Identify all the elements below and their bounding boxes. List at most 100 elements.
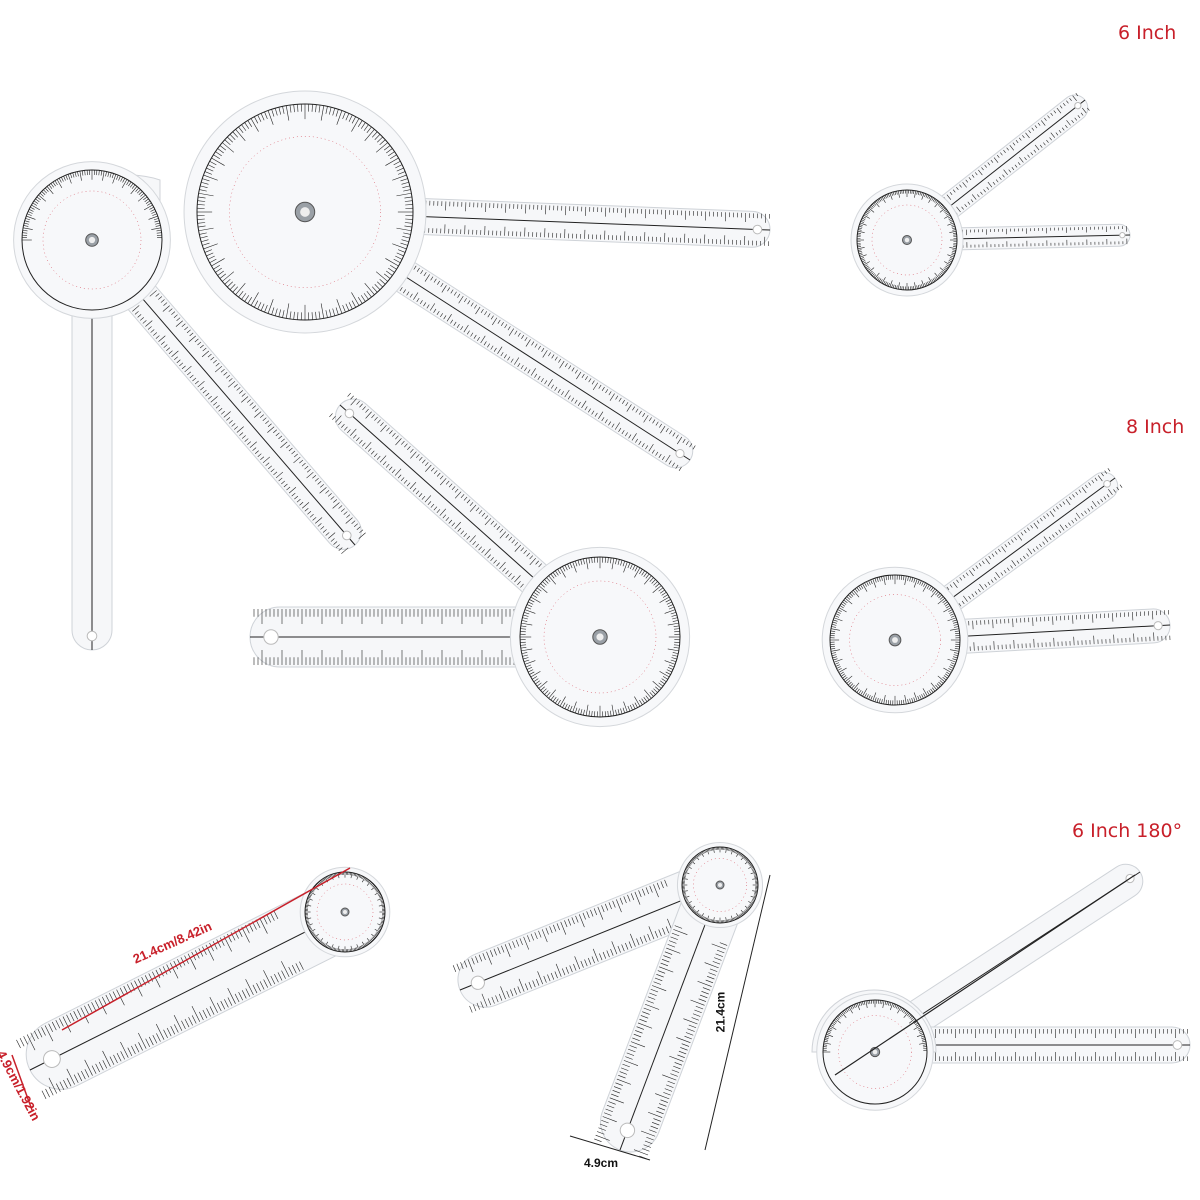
tick xyxy=(649,885,653,893)
dial-tick xyxy=(213,154,220,160)
tick xyxy=(613,1086,622,1090)
tick xyxy=(257,453,262,457)
dial-tick xyxy=(377,892,381,895)
dial-tick xyxy=(683,895,687,898)
dial-tick xyxy=(700,913,704,919)
dial-tick xyxy=(876,698,879,703)
dial-tick xyxy=(35,198,40,202)
tick xyxy=(972,567,975,572)
dial-tick xyxy=(138,191,143,195)
tick xyxy=(98,1061,104,1071)
tick xyxy=(1101,472,1104,477)
tick xyxy=(1103,496,1107,500)
tick xyxy=(415,490,420,495)
center-line xyxy=(459,884,721,991)
tick xyxy=(293,456,301,464)
dial-tick xyxy=(65,174,68,180)
dial-tick xyxy=(615,558,617,565)
tick xyxy=(347,392,351,397)
tick xyxy=(436,472,441,477)
tick xyxy=(356,400,360,405)
tick xyxy=(534,343,538,348)
dial-tick xyxy=(121,179,128,189)
tick xyxy=(191,1005,201,1022)
dial-tick xyxy=(696,912,699,916)
tick xyxy=(504,944,511,958)
tick xyxy=(1066,100,1069,104)
tick xyxy=(173,356,178,361)
dial-tick xyxy=(305,904,312,907)
dial-tick xyxy=(834,1018,841,1024)
dial-tick xyxy=(858,1002,861,1007)
tick xyxy=(517,986,521,994)
tick xyxy=(606,1104,615,1109)
dial-tick xyxy=(912,1019,917,1023)
dial-tick xyxy=(689,906,693,909)
tick xyxy=(692,445,696,450)
tick xyxy=(678,1050,687,1055)
tick xyxy=(569,965,573,973)
dial-tick xyxy=(689,862,692,865)
dial-red-scale xyxy=(229,136,381,288)
dial-tick xyxy=(324,941,329,947)
tick xyxy=(214,365,223,373)
dial-tick xyxy=(352,872,354,876)
dial-tick xyxy=(923,582,926,587)
tick xyxy=(365,411,372,419)
tick xyxy=(544,380,548,385)
tick xyxy=(463,960,468,968)
label-8-inch: 8 Inch xyxy=(1126,416,1185,438)
tick xyxy=(990,579,994,583)
tick xyxy=(226,375,230,379)
dial-tick xyxy=(215,151,222,157)
dial-tick xyxy=(913,1025,921,1030)
dial-tick xyxy=(743,911,746,914)
dial-tick xyxy=(342,305,346,313)
tick xyxy=(433,278,437,283)
tick xyxy=(1050,112,1053,116)
dial-tick xyxy=(913,697,916,702)
dial-tick xyxy=(623,701,628,713)
dial-tick xyxy=(840,673,846,677)
tick xyxy=(664,1088,673,1092)
dial-tick xyxy=(611,558,615,570)
tick xyxy=(69,1012,75,1022)
dial-tick xyxy=(833,658,838,661)
tick xyxy=(656,882,661,890)
dial-tick xyxy=(305,919,309,921)
dial-tick xyxy=(211,258,225,267)
tick xyxy=(1091,480,1095,484)
dial-tick xyxy=(135,187,140,192)
tick xyxy=(969,570,974,577)
tick xyxy=(1026,553,1029,557)
tick xyxy=(638,410,642,415)
tick xyxy=(956,206,961,213)
tick xyxy=(1027,154,1030,158)
tick xyxy=(666,947,681,954)
dial-tick xyxy=(28,209,34,212)
dial-tick xyxy=(947,617,957,622)
dial-tick xyxy=(839,671,844,675)
dial-tick xyxy=(704,850,706,853)
dial-tick xyxy=(130,183,134,188)
ruler-arm xyxy=(594,854,751,1160)
tick xyxy=(330,496,335,500)
tick xyxy=(197,380,205,388)
dial-tick xyxy=(928,195,931,200)
dial-tick xyxy=(583,709,585,716)
dial-tick xyxy=(31,204,41,211)
tick xyxy=(510,989,514,997)
dial-tick xyxy=(877,199,880,203)
dial-tick xyxy=(611,704,615,716)
dial-tick xyxy=(620,708,623,714)
tick xyxy=(514,542,519,546)
tick xyxy=(234,993,240,1003)
dial-tick xyxy=(111,173,114,179)
dial-tick xyxy=(151,211,157,214)
tick xyxy=(554,386,558,391)
dial-tick xyxy=(858,249,862,251)
dial-tick xyxy=(396,252,404,257)
tick xyxy=(556,923,560,931)
tick xyxy=(73,1011,79,1020)
tick xyxy=(632,1037,640,1041)
